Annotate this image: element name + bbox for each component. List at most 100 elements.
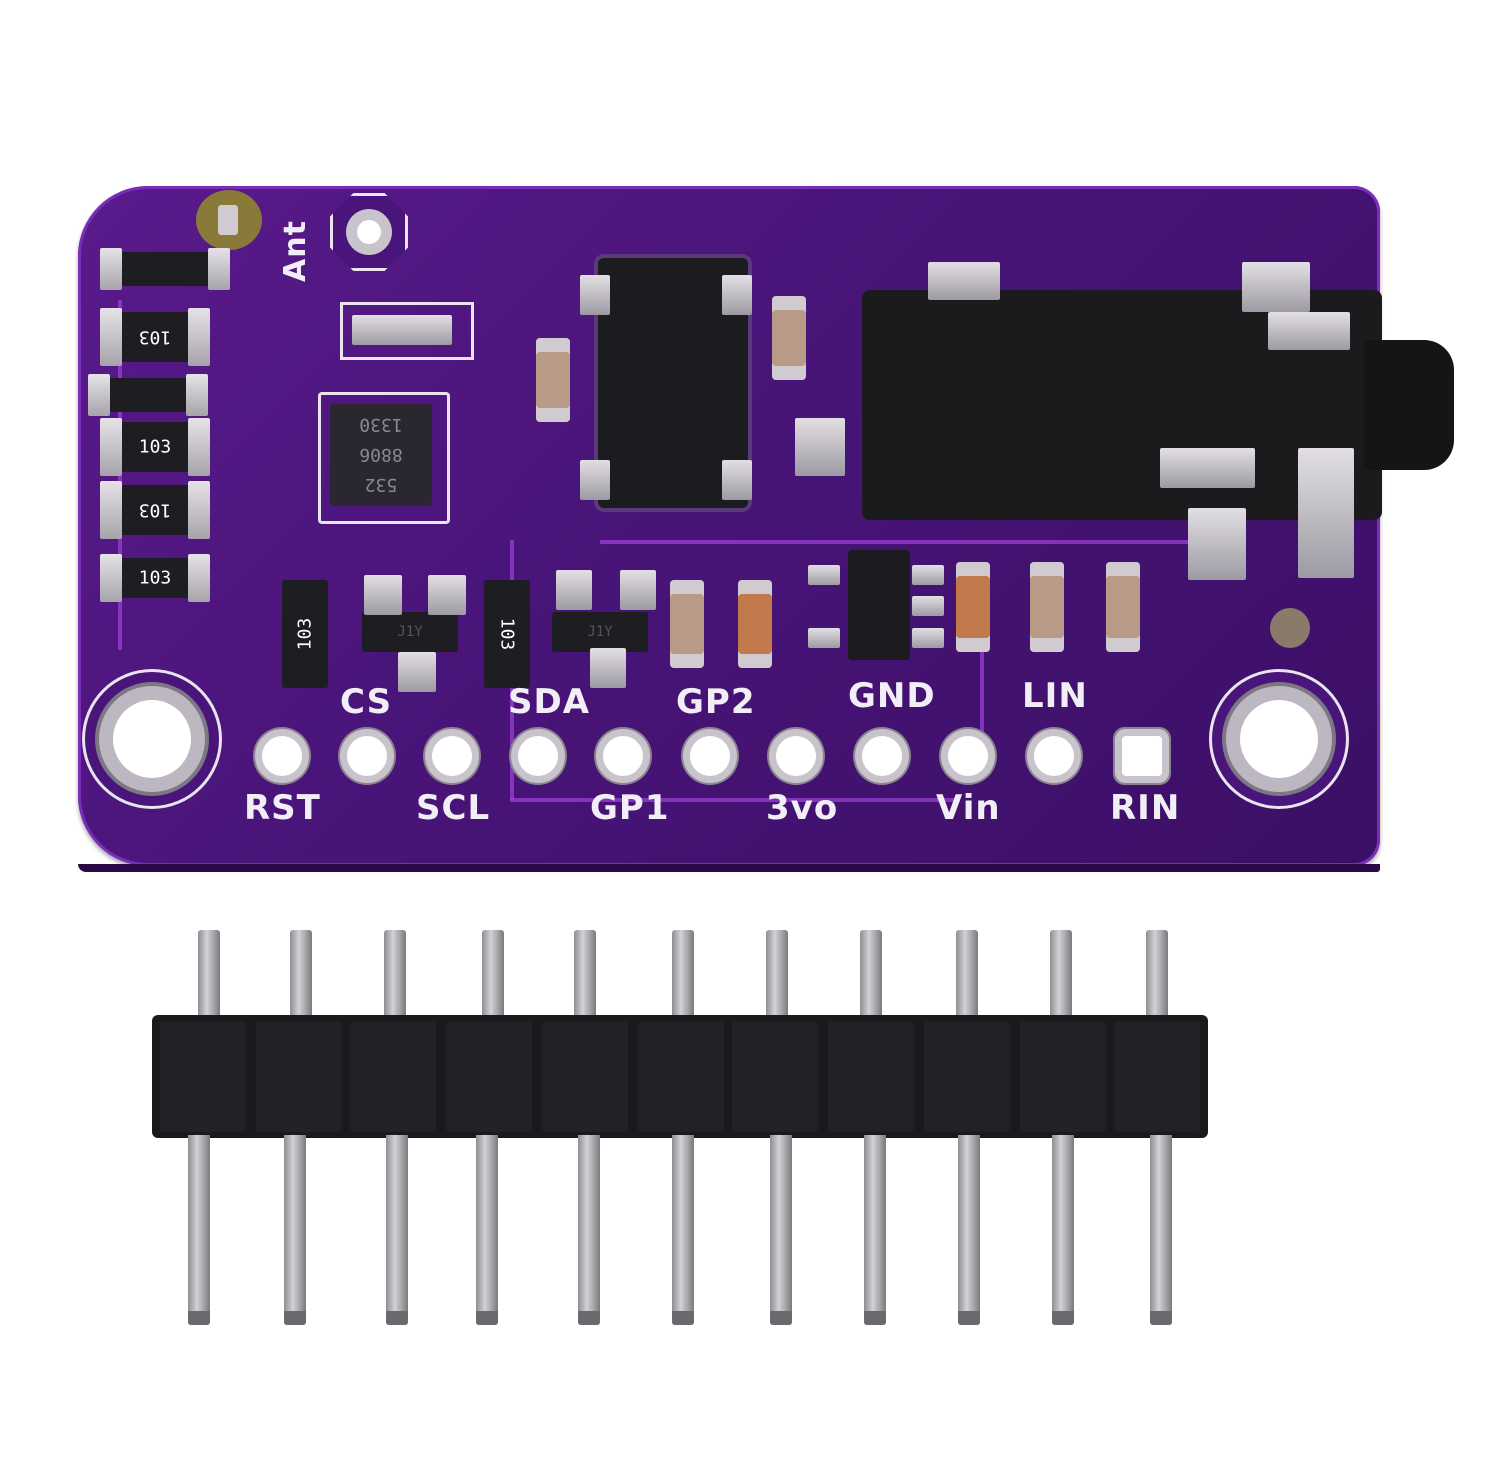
pin-hole-lin xyxy=(1034,736,1074,776)
pad xyxy=(364,575,402,615)
capacitor-smd xyxy=(536,338,570,422)
pin-label-sda: SDA xyxy=(508,682,591,722)
pin-hole-3vo xyxy=(776,736,816,776)
pad xyxy=(808,565,840,585)
pad xyxy=(428,575,466,615)
resistor-smd: 103 xyxy=(100,308,210,366)
resistor-smd: 103 xyxy=(100,481,210,539)
pad xyxy=(912,628,944,648)
header-pin-top xyxy=(384,930,406,1020)
pin-label-gnd: GND xyxy=(848,676,936,716)
pin-label-gp1: GP1 xyxy=(590,788,670,828)
pin-hole-sda xyxy=(518,736,558,776)
ic-outline xyxy=(318,392,450,524)
mounting-hole-left xyxy=(113,700,191,778)
jack-mount-pad xyxy=(795,418,845,476)
header-pin-top xyxy=(766,930,788,1020)
pin-label-vin: Vin xyxy=(936,788,1001,828)
switch-pad xyxy=(722,275,752,315)
capacitor-smd xyxy=(1030,562,1064,652)
pin-hole-gp2 xyxy=(690,736,730,776)
jack-pad xyxy=(1188,508,1246,580)
pin-hole-rst xyxy=(262,736,302,776)
pad xyxy=(808,628,840,648)
pin-label-cs: CS xyxy=(340,682,393,722)
mounting-hole-right xyxy=(1240,700,1318,778)
header-pin-top xyxy=(574,930,596,1020)
header-pin-top xyxy=(482,930,504,1020)
resistor-smd: 103 xyxy=(484,580,530,688)
pad xyxy=(590,648,626,688)
header-strip-body xyxy=(152,1015,1208,1138)
pin-label-scl: SCL xyxy=(416,788,491,828)
audio-jack-barrel xyxy=(1364,340,1454,470)
qfn-ic-chip: 1330 8806 532 xyxy=(330,404,432,506)
pin-hole-gp1 xyxy=(603,736,643,776)
pad xyxy=(912,565,944,585)
header-pin-bottom xyxy=(958,1135,980,1325)
test-pad xyxy=(1270,608,1310,648)
pad xyxy=(398,652,436,692)
pin-hole-cs xyxy=(347,736,387,776)
antenna-capacitor xyxy=(352,315,452,345)
header-pin-top xyxy=(956,930,978,1020)
transistor-smd xyxy=(88,374,208,416)
antenna-label: Ant xyxy=(278,220,313,282)
pin-hole-vin xyxy=(948,736,988,776)
capacitor-smd xyxy=(956,562,990,652)
jack-pad xyxy=(1160,448,1255,488)
switch-pad xyxy=(580,460,610,500)
pin-label-lin: LIN xyxy=(1022,676,1088,716)
header-pin-bottom xyxy=(864,1135,886,1325)
pad xyxy=(620,570,656,610)
header-pin-bottom xyxy=(284,1135,306,1325)
capacitor-smd xyxy=(670,580,704,668)
transistor-smd: J1Y xyxy=(552,612,648,652)
header-pin-top xyxy=(290,930,312,1020)
pcb-trace xyxy=(600,540,1200,544)
jack-pad xyxy=(1298,448,1354,578)
switch-pad xyxy=(722,460,752,500)
pin-label-rin: RIN xyxy=(1110,788,1181,828)
transistor-smd xyxy=(100,248,230,290)
resistor-smd: 103 xyxy=(100,554,210,602)
capacitor-smd xyxy=(772,296,806,380)
resistor-smd: 103 xyxy=(100,418,210,476)
resistor-smd: 103 xyxy=(282,580,328,688)
header-pin-bottom xyxy=(476,1135,498,1325)
pin-label-gp2: GP2 xyxy=(676,682,756,722)
switch-pad xyxy=(580,275,610,315)
pin-hole-rin xyxy=(1122,736,1162,776)
pcb-trace xyxy=(510,798,960,802)
header-pin-bottom xyxy=(386,1135,408,1325)
header-pin-bottom xyxy=(672,1135,694,1325)
jack-pad xyxy=(1268,312,1350,350)
header-pin-bottom xyxy=(770,1135,792,1325)
capacitor-smd xyxy=(1106,562,1140,652)
transistor-smd: J1Y xyxy=(362,612,458,652)
header-pin-top xyxy=(198,930,220,1020)
pin-hole-gnd xyxy=(862,736,902,776)
pin-label-3vo: 3vo xyxy=(766,788,839,828)
pcb-trace xyxy=(980,640,984,740)
header-pin-top xyxy=(672,930,694,1020)
header-pin-bottom xyxy=(1052,1135,1074,1325)
header-pin-bottom xyxy=(1150,1135,1172,1325)
pin-hole-scl xyxy=(432,736,472,776)
header-pin-top xyxy=(860,930,882,1020)
pad xyxy=(912,596,944,616)
antenna-component-outline xyxy=(340,302,474,360)
jack-pad xyxy=(928,262,1000,300)
pcb-edge xyxy=(78,864,1380,872)
capacitor-smd xyxy=(738,580,772,668)
header-pin-bottom xyxy=(578,1135,600,1325)
jack-pad xyxy=(1242,262,1310,312)
header-pin-top xyxy=(1146,930,1168,1020)
pin-label-rst: RST xyxy=(244,788,321,828)
regulator-ic xyxy=(848,550,910,660)
pad xyxy=(556,570,592,610)
header-pin-bottom xyxy=(188,1135,210,1325)
antenna-pad xyxy=(330,193,408,271)
test-pad xyxy=(196,190,262,250)
header-pin-top xyxy=(1050,930,1072,1020)
